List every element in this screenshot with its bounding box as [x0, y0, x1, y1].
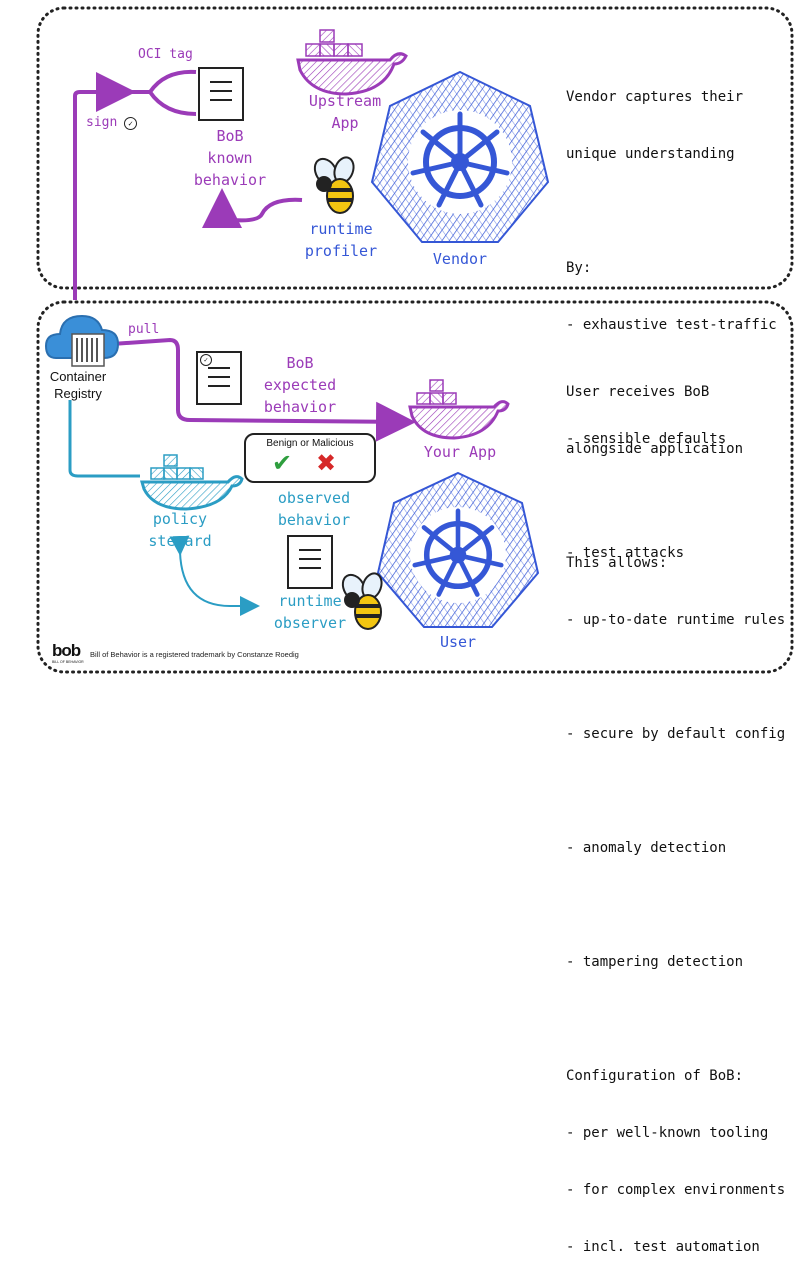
docker-whale-icon	[408, 379, 510, 440]
vendor-title: Vendor	[432, 250, 488, 268]
expected-behavior-label: BoB expected behavior	[263, 354, 337, 416]
user-description: User receives BoB alongside application …	[566, 384, 786, 1255]
docker-whale-icon	[296, 29, 408, 96]
cloud-registry-icon	[44, 314, 120, 367]
pull-label: pull	[128, 322, 160, 337]
kubernetes-helm-icon	[370, 70, 550, 243]
cross-icon: ✖	[316, 449, 337, 477]
policy-steward-label: policy steward	[148, 510, 212, 550]
upstream-app-label: Upstream App	[308, 92, 382, 132]
trademark-text: Bill of Behavior is a registered tradema…	[90, 650, 299, 659]
clock-icon: ✓	[124, 117, 137, 130]
profiler-arrow	[202, 188, 303, 229]
diagram-canvas	[36, 6, 794, 674]
verdict-box: Benign or Malicious ✔ ✖	[244, 433, 376, 483]
steward-observer-arrow	[169, 535, 260, 616]
runtime-profiler-label: runtime profiler	[304, 220, 378, 260]
kubernetes-helm-icon	[376, 471, 540, 628]
runtime-observer-label: runtime observer	[273, 592, 347, 632]
pull-arrow	[111, 337, 416, 442]
verdict-label: Benign or Malicious	[266, 438, 354, 449]
sign-arrow	[73, 72, 136, 300]
check-icon: ✔	[272, 449, 293, 477]
bob-logo: bob BILL OF BEHAVIOR	[52, 641, 84, 665]
bee-icon	[313, 156, 355, 214]
observed-behavior-label: observed behavior	[277, 489, 351, 529]
registry-steward-line	[68, 400, 140, 478]
your-app-label: Your App	[423, 443, 497, 461]
vendor-panel	[36, 6, 794, 290]
user-panel	[36, 300, 794, 674]
vendor-description: Vendor captures their unique understandi…	[566, 89, 777, 561]
sign-label: sign	[86, 115, 118, 130]
known-behavior-label: BoB known behavior	[193, 127, 267, 189]
oci-tag-label: OCI tag	[138, 47, 193, 62]
docker-whale-icon	[140, 454, 244, 511]
oci-tag-fork	[147, 69, 197, 116]
expected-behavior-doc-icon: ✓	[196, 351, 242, 405]
container-registry-label: Container Registry	[49, 369, 107, 401]
user-title: User	[439, 633, 477, 651]
observer-doc-icon	[287, 535, 333, 589]
known-behavior-doc-icon	[198, 67, 244, 121]
bee-icon	[341, 572, 383, 630]
